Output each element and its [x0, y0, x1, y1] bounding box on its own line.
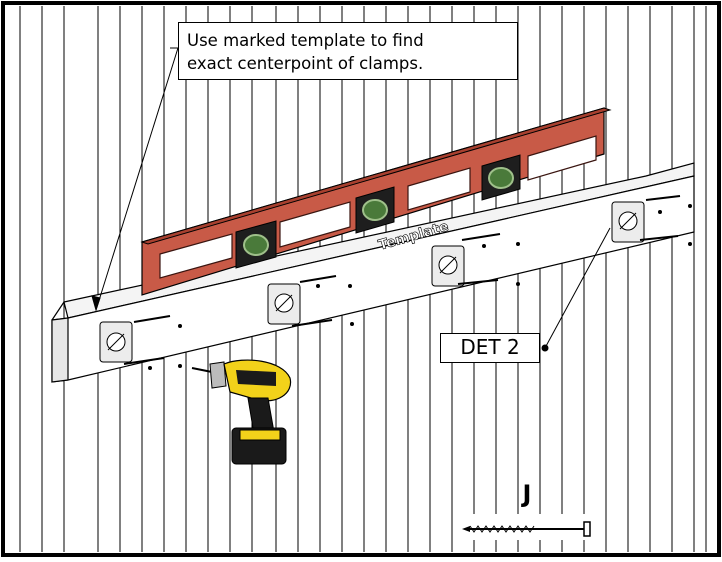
screw-j-icon [460, 514, 605, 540]
leader-lines [91, 47, 611, 352]
mounting-rail [51, 162, 695, 383]
clamp-bracket-2 [267, 275, 354, 327]
clamp-bracket-4 [611, 195, 692, 246]
instruction-note: Use marked template to find exact center… [178, 22, 518, 80]
detail-callout: DET 2 [440, 333, 540, 363]
instruction-note-line-1: Use marked template to find [187, 31, 424, 50]
instruction-note-line-2: exact centerpoint of clamps. [187, 54, 424, 73]
level-template: Template [140, 107, 612, 296]
drill-icon [191, 359, 292, 465]
clamp-bracket-3 [431, 233, 520, 287]
screw-label: J [522, 480, 532, 508]
clamp-bracket-1 [99, 315, 182, 370]
